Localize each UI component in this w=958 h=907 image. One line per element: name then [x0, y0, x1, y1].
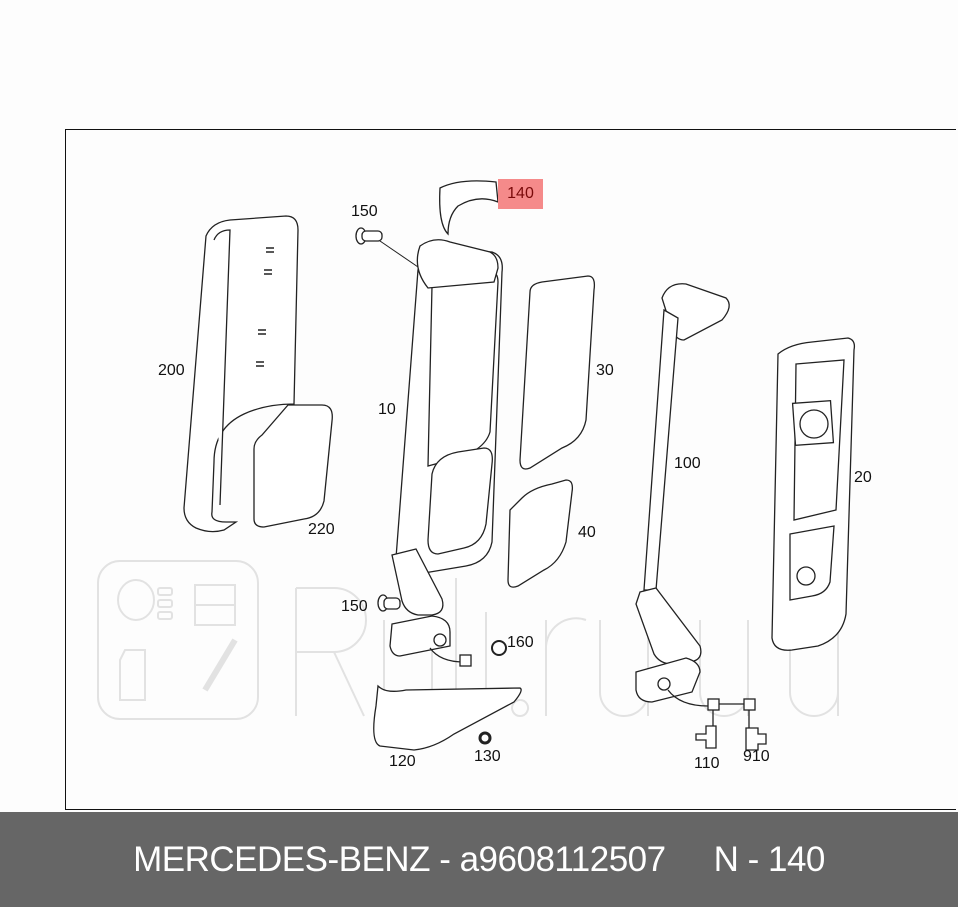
part-label-20[interactable]: 20	[854, 469, 872, 486]
part-200-rear-housing	[183, 215, 299, 533]
part-220-lower-cover	[253, 404, 333, 528]
part-label-150-bottom[interactable]: 150	[341, 598, 368, 615]
part-number: a9608112507	[459, 839, 667, 879]
part-10-mirror-housing	[391, 239, 503, 616]
part-160-grommet	[491, 640, 507, 656]
part-20-mirror-assembly	[771, 337, 856, 651]
part-40-lower-glass	[507, 479, 574, 588]
separator: -	[439, 839, 451, 879]
part-bracket-right	[635, 657, 767, 751]
part-label-30[interactable]: 30	[596, 362, 614, 379]
part-label-160[interactable]: 160	[507, 634, 534, 651]
brand-name: MERCEDES-BENZ	[133, 839, 430, 879]
part-label-200[interactable]: 200	[158, 362, 185, 379]
part-label-150-top[interactable]: 150	[351, 203, 378, 220]
part-30-upper-glass	[519, 275, 596, 470]
part-label-120[interactable]: 120	[389, 753, 416, 770]
highlighted-part-label-140[interactable]: 140	[498, 179, 543, 209]
part-label-100[interactable]: 100	[674, 455, 701, 472]
part-label-910[interactable]: 910	[743, 748, 770, 765]
part-label-130[interactable]: 130	[474, 748, 501, 765]
part-label-220[interactable]: 220	[308, 521, 335, 538]
part-130-nut	[478, 731, 492, 745]
footer-caption: MERCEDES-BENZ - a9608112507 N - 140	[0, 812, 958, 907]
part-100-support-arm	[635, 283, 730, 665]
part-140-cap	[439, 180, 499, 236]
part-label-40[interactable]: 40	[578, 524, 596, 541]
part-label-10[interactable]: 10	[378, 401, 396, 418]
part-label-110[interactable]: 110	[694, 755, 720, 772]
part-bracket-left	[377, 594, 472, 667]
position-code: N - 140	[713, 839, 826, 879]
part-120-lower-cover	[373, 684, 522, 751]
watermark	[97, 560, 839, 720]
